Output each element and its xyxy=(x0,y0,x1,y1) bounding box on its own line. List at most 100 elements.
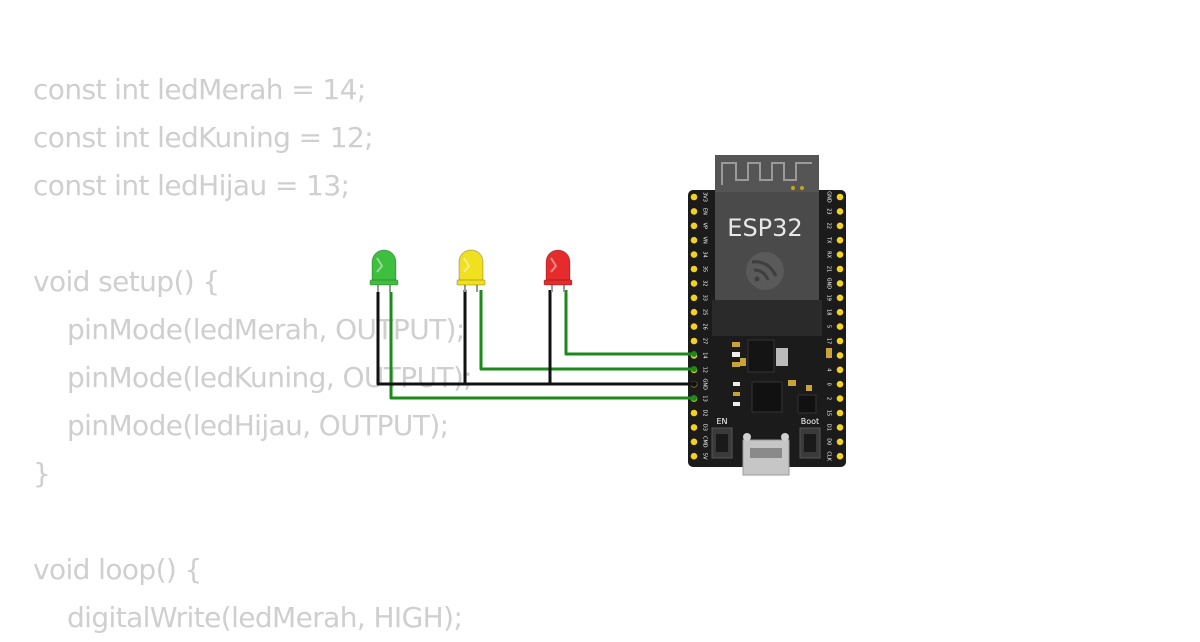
wire-green-led-gnd xyxy=(376,292,694,386)
pin-label: 5 xyxy=(826,325,832,328)
code-line: } xyxy=(33,457,51,490)
led-green[interactable] xyxy=(369,249,399,292)
header-pin[interactable] xyxy=(690,280,698,287)
header-pin[interactable] xyxy=(836,265,844,273)
pin-label: GND xyxy=(826,278,832,290)
header-pin[interactable] xyxy=(690,438,698,446)
wires xyxy=(376,290,694,400)
pin-label: 23 xyxy=(826,208,832,214)
pin-label: D3 xyxy=(702,424,708,431)
en-button-label: EN xyxy=(716,417,727,426)
pin-label: 3V3 xyxy=(702,192,708,202)
pin-label: 12 xyxy=(702,367,708,373)
pin-label: 32 xyxy=(702,280,708,286)
pin-label: 35 xyxy=(702,266,708,272)
pin-label: 25 xyxy=(702,309,708,315)
espressif-logo-icon xyxy=(746,252,784,290)
voltage-regulator xyxy=(747,339,775,373)
pin-label: 0 xyxy=(826,383,832,386)
wire-red-led-pin14 xyxy=(564,290,694,356)
wire-green-led-pin13 xyxy=(389,292,694,400)
pin-label: 17 xyxy=(826,338,832,344)
pin-label: EN xyxy=(702,208,708,215)
code-line: void loop() { xyxy=(33,553,202,586)
led-red[interactable] xyxy=(543,249,573,292)
header-pin[interactable] xyxy=(836,352,844,359)
header-pin[interactable] xyxy=(836,395,844,402)
pin-label: 27 xyxy=(702,338,708,344)
code-line: digitalWrite(ledMerah, HIGH); xyxy=(67,601,463,634)
code-line: const int ledKuning = 12; xyxy=(33,121,374,154)
pin-label: 22 xyxy=(826,223,832,229)
pin-label: 33 xyxy=(702,295,708,301)
pin-label: 21 xyxy=(826,266,832,272)
header-pin[interactable] xyxy=(836,409,844,417)
pin-label: CMD xyxy=(702,436,708,448)
pin-label: 13 xyxy=(702,395,708,401)
header-pin[interactable] xyxy=(836,208,844,215)
pin-label: 14 xyxy=(702,352,708,358)
header-pin[interactable] xyxy=(690,294,698,302)
header-pin[interactable] xyxy=(690,452,698,460)
header-pin[interactable] xyxy=(690,323,698,330)
pin-label: 26 xyxy=(702,323,708,329)
header-pin[interactable] xyxy=(836,438,844,446)
left-pin-labels: 3V3ENVPVN343532332526271412GND13D2D3CMD5… xyxy=(702,192,708,460)
pin-label: 2 xyxy=(826,397,832,400)
header-pin[interactable] xyxy=(836,280,844,287)
pin-label: GND xyxy=(702,378,708,390)
boot-button[interactable] xyxy=(799,427,821,459)
wire-endpoints xyxy=(691,351,697,401)
code-line: void setup() { xyxy=(33,265,220,298)
chip-label: ESP32 xyxy=(727,214,802,242)
header-pin[interactable] xyxy=(836,294,844,302)
pin-label: VP xyxy=(702,223,708,229)
right-pin-labels: GND2322TXRX21GND19185171640215D1D0CLK xyxy=(826,191,832,461)
code-line: pinMode(ledKuning, OUTPUT); xyxy=(67,361,473,394)
header-pin[interactable] xyxy=(836,380,844,388)
header-pin[interactable] xyxy=(690,409,698,417)
header-pin[interactable] xyxy=(690,337,698,345)
pin-label: 4 xyxy=(826,368,832,371)
usb-uart-chip xyxy=(751,381,783,413)
header-pin[interactable] xyxy=(836,236,844,244)
code-editor-text: const int ledMerah = 14; const int ledKun… xyxy=(33,66,473,642)
pin-label: D2 xyxy=(702,409,708,416)
header-pin[interactable] xyxy=(836,222,844,230)
header-pin[interactable] xyxy=(690,265,698,273)
micro-usb-port[interactable] xyxy=(742,433,790,476)
pin-label: D1 xyxy=(826,424,832,431)
header-pin[interactable] xyxy=(836,337,844,345)
esp32-board[interactable]: 3V3ENVPVN343532332526271412GND13D2D3CMD5… xyxy=(688,155,846,476)
pin-label: GND xyxy=(826,191,832,203)
header-pin[interactable] xyxy=(836,424,844,431)
antenna-trace-icon xyxy=(721,162,812,185)
header-pin[interactable] xyxy=(690,424,698,431)
pin-label: CLK xyxy=(826,451,832,461)
header-pin[interactable] xyxy=(836,452,844,460)
header-pin[interactable] xyxy=(836,308,844,316)
pin-label: D0 xyxy=(826,438,832,445)
pin-label: 5V xyxy=(702,453,708,460)
header-pin[interactable] xyxy=(690,222,698,230)
code-line: pinMode(ledHijau, OUTPUT); xyxy=(67,409,449,442)
header-pin[interactable] xyxy=(690,236,698,244)
header-pin[interactable] xyxy=(836,193,844,201)
wire-yellow-led-pin12 xyxy=(479,290,694,371)
boot-button-label: Boot xyxy=(801,417,819,426)
header-pin[interactable] xyxy=(836,251,844,258)
header-pin[interactable] xyxy=(690,208,698,215)
pin-label: 15 xyxy=(826,410,832,416)
header-pin[interactable] xyxy=(690,251,698,258)
code-line: const int ledMerah = 14; xyxy=(33,73,366,106)
en-button[interactable] xyxy=(711,427,733,459)
header-pin[interactable] xyxy=(836,366,844,374)
code-line: const int ledHijau = 13; xyxy=(33,169,350,202)
header-pin[interactable] xyxy=(836,323,844,330)
led-yellow[interactable] xyxy=(456,249,486,292)
header-pin[interactable] xyxy=(690,308,698,316)
led-group xyxy=(369,249,573,292)
header-pin[interactable] xyxy=(690,193,698,201)
pin-label: 34 xyxy=(702,251,708,257)
